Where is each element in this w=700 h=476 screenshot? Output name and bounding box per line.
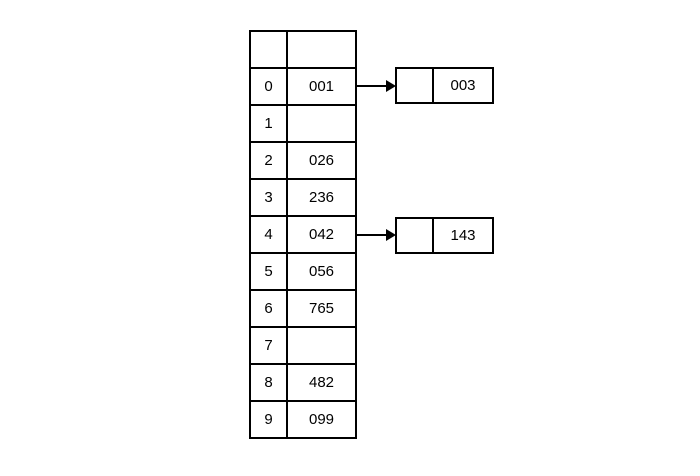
- node-value-cell: 003: [434, 69, 492, 102]
- row-index: 1: [251, 106, 286, 141]
- row-index: 4: [251, 217, 286, 252]
- row-value: [288, 106, 355, 141]
- arrow-line: [355, 85, 387, 87]
- header-value-cell: [288, 32, 355, 67]
- hash-table: 0 001 1 2 026 3 236 4 042 5 056 6 765 7 …: [249, 30, 357, 439]
- row-index: 2: [251, 143, 286, 178]
- row-value: 026: [288, 143, 355, 178]
- row-value: 765: [288, 291, 355, 326]
- row-index: 8: [251, 365, 286, 400]
- node-value-cell: 143: [434, 219, 492, 252]
- row-index: 7: [251, 328, 286, 363]
- node-pointer-cell: [397, 69, 432, 102]
- row-value: 056: [288, 254, 355, 289]
- arrow-line: [355, 234, 387, 236]
- row-index: 9: [251, 402, 286, 437]
- row-index: 0: [251, 69, 286, 104]
- row-value: 099: [288, 402, 355, 437]
- row-index: 6: [251, 291, 286, 326]
- row-index: 5: [251, 254, 286, 289]
- chain-node-143: 143: [395, 217, 494, 254]
- row-index: 3: [251, 180, 286, 215]
- arrow-head-icon: [386, 80, 396, 92]
- row-value: 236: [288, 180, 355, 215]
- arrow-head-icon: [386, 229, 396, 241]
- node-pointer-cell: [397, 219, 432, 252]
- row-value: [288, 328, 355, 363]
- chain-node-003: 003: [395, 67, 494, 104]
- row-value: 001: [288, 69, 355, 104]
- row-value: 042: [288, 217, 355, 252]
- row-value: 482: [288, 365, 355, 400]
- header-index-cell: [251, 32, 286, 67]
